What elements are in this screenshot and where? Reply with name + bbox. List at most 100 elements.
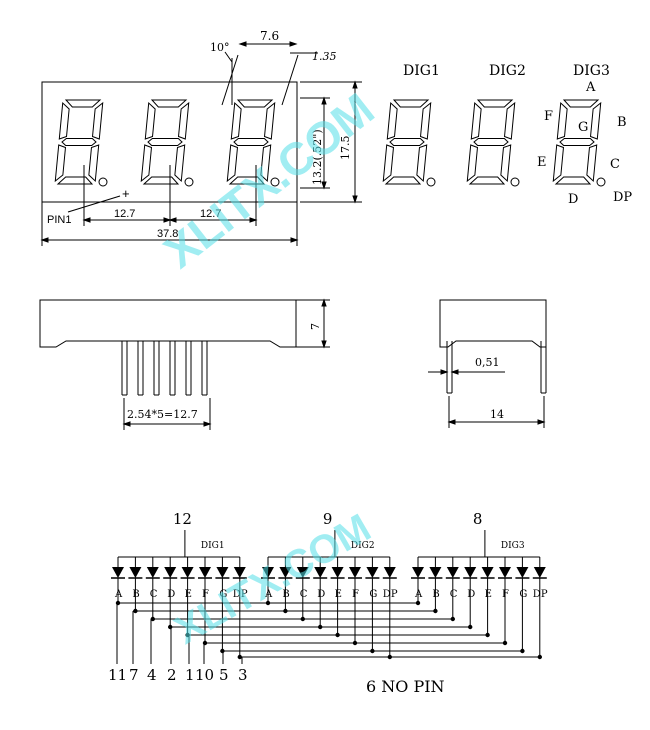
segment-label: B: [132, 589, 139, 600]
segment-outline: [58, 101, 70, 140]
segment-outline: [174, 144, 186, 183]
label-digit-3: [552, 99, 606, 187]
segment-outline: [386, 101, 398, 140]
diode: [129, 567, 142, 578]
no-pin-note: 6 NO PIN: [366, 677, 445, 696]
segment-label: E: [485, 589, 492, 600]
common-pin-number: 12: [173, 510, 192, 528]
end-view: [428, 299, 547, 428]
segment-outline: [226, 144, 239, 183]
diode: [349, 567, 361, 578]
label-digits: [382, 99, 606, 187]
segment-c-label: C: [610, 157, 620, 172]
segment-outline: [233, 138, 269, 146]
segment-outline: [559, 138, 595, 146]
dig3-label: DIG3: [573, 63, 610, 79]
segment-label: G: [219, 589, 227, 600]
dim-digit-height: 13.2(.52"): [311, 129, 324, 185]
diode: [481, 567, 494, 578]
segment-outline: [419, 101, 432, 140]
segment-pin-number: 4: [147, 666, 157, 684]
diode: [499, 567, 511, 578]
segment-outline: [556, 101, 568, 140]
segment-pin-number: 7: [129, 666, 139, 684]
segment-outline: [500, 144, 512, 183]
segment-label: F: [202, 589, 209, 600]
segment-label: A: [114, 589, 123, 600]
segment-outline: [88, 144, 100, 183]
common-pin-number: 9: [323, 510, 333, 528]
dim-total-height: 17.5: [339, 136, 352, 161]
segment-label: E: [185, 589, 192, 600]
segment-outline: [64, 99, 102, 108]
segment-pin-number: 5: [219, 666, 229, 684]
decimal-point: [510, 177, 520, 187]
dim-slant-width: 7.6: [260, 29, 279, 43]
side-pins: [121, 341, 208, 396]
dim-pin-span: 2.54*5=12.7: [127, 408, 198, 421]
diode: [199, 567, 211, 578]
segment-label: A: [264, 589, 273, 600]
segment-outline: [150, 99, 188, 108]
segment-pin-number: 1: [185, 666, 195, 684]
label-digit-1: [382, 99, 436, 187]
segment-pin-number: 2: [167, 666, 177, 684]
segment-label: E: [335, 589, 342, 600]
segment-outline: [147, 138, 183, 146]
dim-side-height: 7: [309, 323, 322, 330]
segment-outline: [236, 99, 274, 108]
watermark-bottom: XLITX.COM: [168, 506, 379, 653]
segment-bus-c: 4: [147, 618, 453, 684]
segment-bus-e: 1: [185, 634, 488, 684]
diode: [464, 567, 477, 578]
segment-pin-number: 11: [108, 666, 127, 684]
segment-bus-dp: 3: [238, 656, 540, 684]
diode: [262, 567, 274, 578]
segment-bus-a: 11: [108, 602, 418, 684]
diode: [516, 567, 529, 578]
segment-label: DP: [533, 589, 548, 600]
dig2-label: DIG2: [489, 63, 526, 79]
front-digit-2: [140, 99, 194, 187]
diode: [279, 567, 292, 578]
segment-e-label: E: [537, 155, 547, 170]
pin1-label: PIN1: [47, 214, 71, 226]
segment-outline: [466, 144, 479, 183]
dim-angle: 10°: [210, 41, 230, 54]
watermark-top: XLITX.COM: [154, 83, 383, 278]
diode: [331, 567, 344, 578]
diode: [216, 567, 229, 578]
front-digits: [54, 99, 280, 187]
diode: [233, 567, 246, 578]
pin1-mark: +: [122, 186, 130, 201]
segment-label: B: [432, 589, 439, 600]
dim-pin-diameter: 0,51: [475, 356, 500, 369]
dim-seg-width: 1.35: [312, 50, 337, 63]
end-body-outline: [439, 299, 547, 348]
segment-outline: [384, 176, 422, 185]
segment-pin-number: 3: [238, 666, 248, 684]
segment-outline: [554, 176, 592, 185]
diode: [366, 567, 379, 578]
segment-bus-b: 7: [129, 610, 436, 684]
segment-outline: [470, 101, 482, 140]
diode: [164, 567, 177, 578]
diode: [446, 567, 459, 578]
dim-total-width: 37.8: [157, 228, 178, 240]
decimal-point: [184, 177, 194, 187]
side-body-outline: [39, 299, 297, 348]
segment-label: F: [502, 589, 509, 600]
segment-outline: [562, 99, 600, 108]
diode: [181, 567, 194, 578]
side-view: [39, 298, 330, 430]
segment-outline: [589, 101, 602, 140]
front-digit-3: [226, 99, 280, 187]
diode: [314, 567, 327, 578]
segment-label: G: [369, 589, 377, 600]
segment-label: DP: [233, 589, 248, 600]
segment-bus-d: 2: [167, 626, 471, 684]
segment-outline: [177, 101, 190, 140]
end-pins: [446, 341, 547, 394]
segment-a-label: A: [585, 80, 596, 95]
